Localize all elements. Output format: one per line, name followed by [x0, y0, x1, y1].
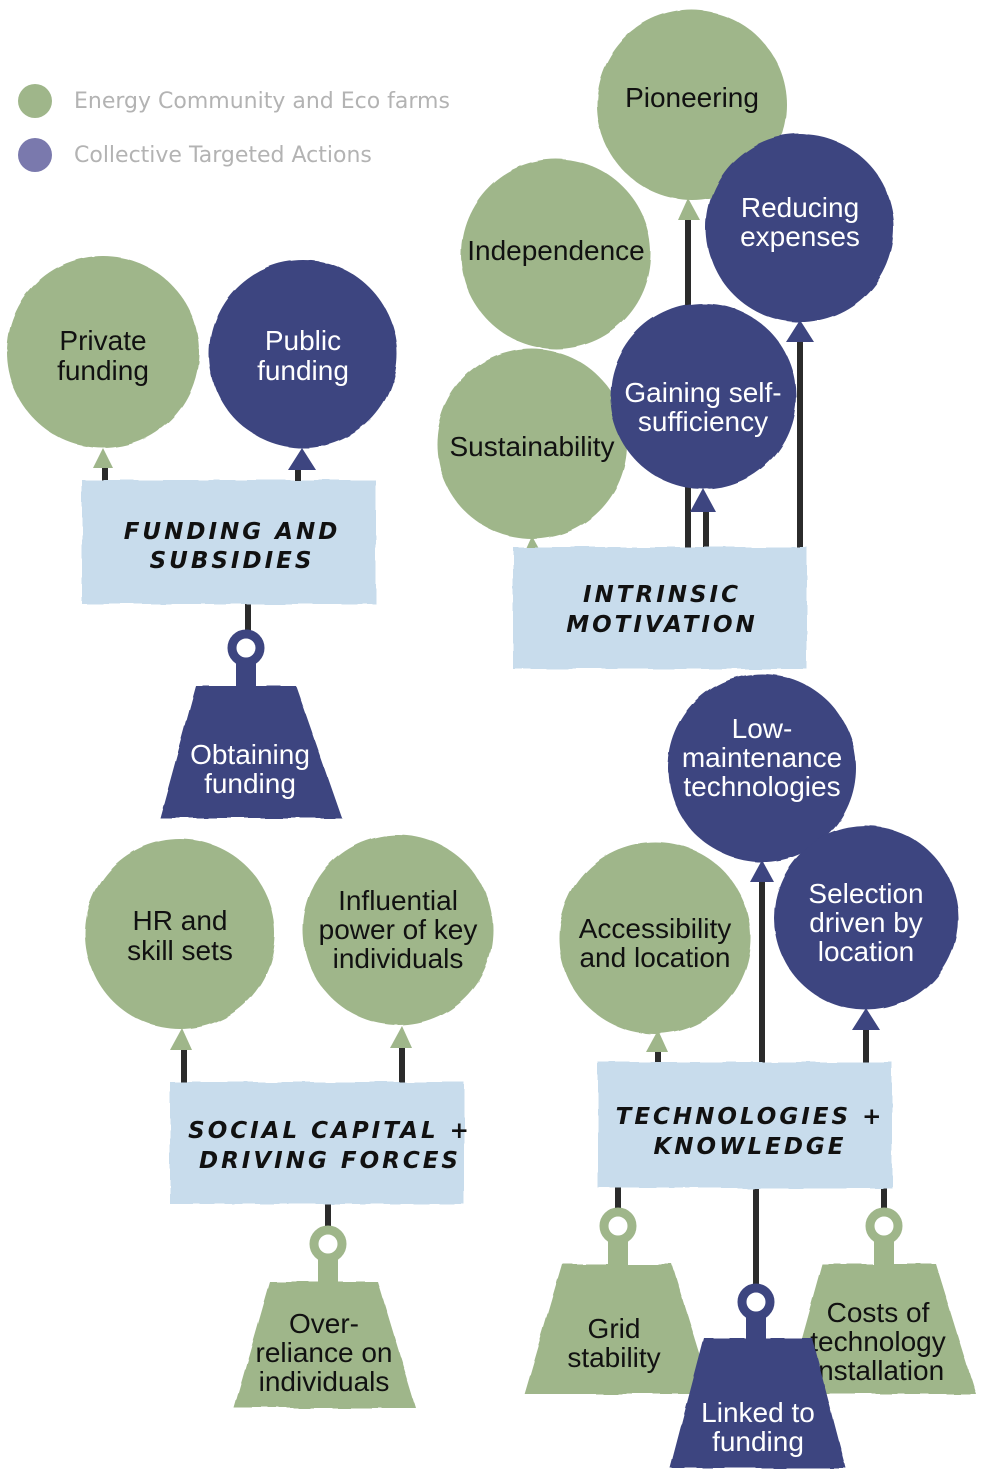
svg-text:TECHNOLOGIES +KNOWLEDGE: TECHNOLOGIES + KNOWLEDGE: [616, 1104, 885, 1160]
banner-label: SUBSIDIES: [150, 548, 315, 574]
banner-technologies-knowledge: TECHNOLOGIES + KNOWLEDGE: [598, 1062, 892, 1188]
balloon-label: individuals: [333, 943, 464, 974]
balloon-label: Gaining self-: [624, 377, 781, 408]
legend-item-energy-community: Energy Community and Eco farms: [18, 83, 450, 119]
balloon-label: and location: [579, 942, 730, 973]
balloon-label: Private: [59, 325, 146, 356]
svg-text:SOCIAL CAPITAL +DRIVING FORCES: SOCIAL CAPITAL + DRIVING FORCES: [188, 1118, 472, 1174]
balloon-label: expenses: [740, 221, 860, 252]
balloon-label: funding: [57, 355, 149, 386]
balloon-label: maintenance: [682, 742, 842, 773]
balloon-label: Selection: [808, 878, 923, 909]
banner-label: MOTIVATION: [566, 612, 758, 638]
balloon-label: funding: [257, 355, 349, 386]
banner-label: DRIVING FORCES: [199, 1148, 461, 1174]
legend-label: Energy Community and Eco farms: [74, 88, 450, 114]
balloon-gaining-self-sufficiency: Gaining self-sufficiency: [610, 303, 796, 512]
balloon-label: power of key: [319, 914, 478, 945]
balloon-label: skill sets: [127, 935, 233, 966]
weight-label: Obtaining: [190, 739, 310, 770]
balloon-label: Influential: [338, 885, 458, 916]
banner-label: SOCIAL CAPITAL +: [188, 1118, 472, 1144]
balloon-label: Low-: [732, 713, 793, 744]
balloon-label: Accessibility: [579, 913, 731, 944]
balloon-pioneering: Pioneering: [597, 10, 787, 220]
balloon-sustainability: Sustainability: [437, 349, 627, 558]
balloon-label: Sustainability: [450, 431, 615, 462]
legend-label: Collective Targeted Actions: [74, 142, 372, 168]
weight-label: funding: [204, 768, 296, 799]
banner-label: FUNDING AND: [124, 519, 341, 545]
balloon-label: Public: [265, 325, 341, 356]
balloon-label: sufficiency: [638, 406, 768, 437]
balloon-label: driven by: [809, 907, 923, 938]
banner-label: INTRINSIC: [583, 582, 741, 608]
svg-text:Gaining self-sufficiency: Gaining self-sufficiency: [624, 377, 781, 437]
weight-label: Costs of: [827, 1297, 930, 1328]
banner-intrinsic-motivation: INTRINSIC MOTIVATION: [513, 547, 807, 669]
banner-label: KNOWLEDGE: [653, 1134, 846, 1160]
weight-label: installation: [812, 1355, 944, 1386]
banner-label: TECHNOLOGIES +: [616, 1104, 885, 1130]
banner-social-capital: SOCIAL CAPITAL + DRIVING FORCES: [170, 1082, 472, 1204]
weight-label: Grid: [588, 1313, 641, 1344]
balloon-label: Pioneering: [625, 82, 759, 113]
purple-dot-icon: [18, 138, 52, 172]
balloon-label: HR and: [133, 905, 228, 936]
banner-funding-subsidies: FUNDING AND SUBSIDIES: [82, 480, 376, 604]
weight-label: funding: [712, 1426, 804, 1457]
weight-label: individuals: [259, 1366, 390, 1397]
weight-label: Linked to: [701, 1397, 815, 1428]
green-dot-icon: [18, 84, 52, 118]
weight-label: technology: [810, 1326, 945, 1357]
legend-item-collective-actions: Collective Targeted Actions: [18, 137, 372, 173]
balloon-label: Reducing: [741, 192, 859, 223]
weight-label: reliance on: [256, 1337, 393, 1368]
weight-label: Over-: [289, 1308, 359, 1339]
weight-label: stability: [567, 1342, 660, 1373]
balloon-label: technologies: [683, 771, 840, 802]
balloon-label: Independence: [467, 235, 645, 266]
balloon-independence: Independence: [461, 159, 651, 349]
balloon-label: location: [818, 936, 915, 967]
